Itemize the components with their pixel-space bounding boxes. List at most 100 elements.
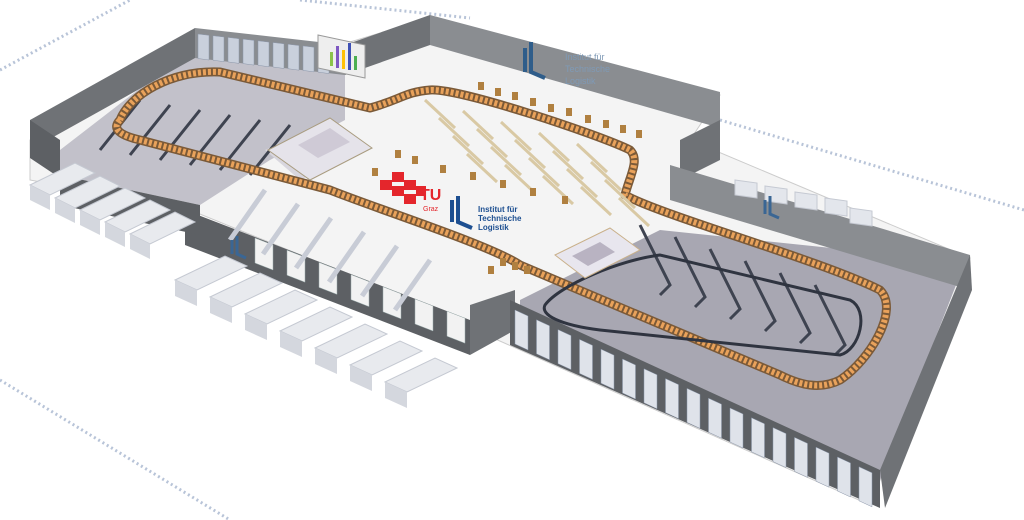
sorter-chute xyxy=(778,272,812,345)
dock-door xyxy=(227,37,240,64)
dock-door xyxy=(794,437,808,478)
dock-door xyxy=(302,45,315,73)
picking-racks xyxy=(423,98,651,228)
pallet xyxy=(620,125,626,133)
itl-wall-line3: Logistik xyxy=(565,76,596,86)
pick-rack xyxy=(537,131,571,163)
dock-doors-front xyxy=(514,309,873,508)
trailer xyxy=(313,323,389,359)
dock-door xyxy=(751,417,765,459)
trailer-side xyxy=(55,198,75,223)
pick-rack xyxy=(489,145,523,177)
sorter-chute xyxy=(128,104,172,156)
itl-wall-line1: Institut für xyxy=(565,52,605,62)
trailer-side xyxy=(80,210,100,235)
pallet xyxy=(548,104,554,112)
dock-door xyxy=(287,43,300,71)
pallet xyxy=(395,150,401,158)
tugraz-logo-icon xyxy=(380,172,426,204)
pallet xyxy=(524,266,530,274)
dock-door xyxy=(772,427,787,468)
itl-logo-wall: Institut für Technische Logistik xyxy=(523,42,610,86)
pallet xyxy=(636,130,642,138)
roller-conveyor xyxy=(392,258,433,312)
pallet xyxy=(412,156,418,164)
pallet xyxy=(470,172,476,180)
pallet xyxy=(530,98,536,106)
pallet xyxy=(500,258,506,266)
roller-conveyor xyxy=(359,244,400,298)
pick-rack xyxy=(499,120,533,152)
trailer-side xyxy=(105,222,125,247)
trailer xyxy=(764,185,788,205)
roller-conveyor xyxy=(260,202,301,256)
dock-door xyxy=(708,397,722,439)
dock-door xyxy=(815,446,830,488)
sorter-chute xyxy=(743,260,777,333)
itl-logo-small-front xyxy=(230,236,247,260)
sorter-chute xyxy=(813,284,847,357)
pallet xyxy=(562,196,568,204)
roller-conveyor xyxy=(293,216,334,270)
mezzanine-left xyxy=(267,117,373,181)
dock-door xyxy=(858,466,873,508)
main-conveyor-belt xyxy=(113,68,890,389)
trailer-side xyxy=(175,280,197,306)
trailer-side xyxy=(245,314,267,340)
pick-rack xyxy=(423,98,457,130)
pick-rack xyxy=(617,196,651,228)
pick-rack xyxy=(589,160,623,192)
trailer xyxy=(208,272,284,308)
pick-rack xyxy=(551,149,585,181)
dock-door xyxy=(536,319,550,361)
dock-door xyxy=(257,40,270,68)
trailer-side xyxy=(210,297,232,323)
trailer xyxy=(734,179,758,199)
trailer xyxy=(243,289,319,325)
dock-opening xyxy=(318,262,338,295)
pallet xyxy=(440,165,446,173)
dock-door xyxy=(665,378,679,419)
dock-door xyxy=(557,329,572,370)
trailer xyxy=(794,191,818,211)
pallet-stacks xyxy=(372,82,642,274)
trailer xyxy=(348,340,424,376)
trailer-side xyxy=(350,365,372,391)
itl-logo-floor: Institut für Technische Logistik xyxy=(450,196,522,232)
trailer xyxy=(173,255,249,291)
pick-rack xyxy=(437,116,471,148)
loading-trailers xyxy=(28,162,873,408)
dock-door xyxy=(686,388,701,429)
itl-logo-icon xyxy=(523,42,546,80)
bar-chart-icon xyxy=(330,43,357,70)
dock-door xyxy=(579,339,593,380)
pick-rack xyxy=(451,134,485,166)
dock-opening xyxy=(446,310,466,344)
trailer xyxy=(383,357,459,393)
trailer-side xyxy=(130,234,150,259)
trailer xyxy=(824,197,848,217)
dock-door xyxy=(729,407,744,449)
kpi-chart-board xyxy=(317,34,366,79)
pick-rack xyxy=(603,178,637,210)
tugraz-text: TU xyxy=(420,187,441,204)
pallet xyxy=(372,168,378,176)
itl-floor-line2: Technische xyxy=(478,214,522,223)
roller-conveyor xyxy=(326,230,367,284)
trailer-side xyxy=(280,331,302,357)
pallet xyxy=(512,262,518,270)
pallet xyxy=(512,92,518,100)
pallet xyxy=(488,266,494,274)
trailer-side xyxy=(385,382,407,408)
pick-rack xyxy=(527,156,561,188)
pick-rack xyxy=(465,152,499,184)
dock-door xyxy=(197,33,210,61)
pallet xyxy=(500,180,506,188)
trailer-side xyxy=(30,185,50,210)
roller-conveyor xyxy=(227,188,268,242)
dock-door xyxy=(514,309,529,351)
pick-rack xyxy=(513,138,547,170)
dock-door xyxy=(212,35,225,62)
